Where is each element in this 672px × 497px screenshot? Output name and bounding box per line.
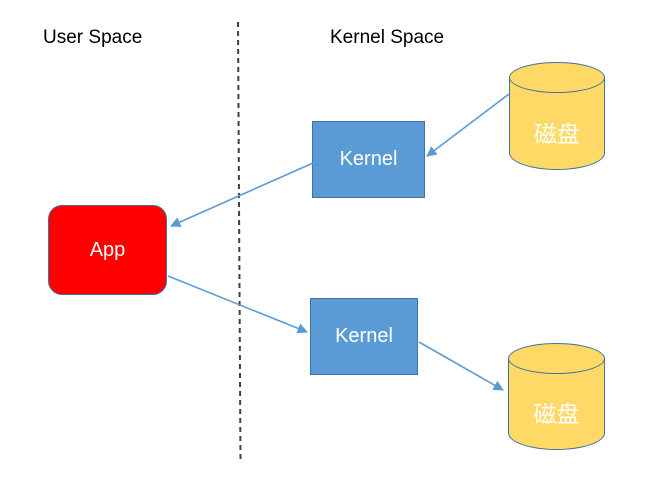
kernel-write-node-label: Kernel [335, 325, 393, 347]
app-node: App [48, 205, 167, 295]
disk-write-node: 磁盘 [508, 343, 605, 450]
arrow-kernel-read-to-app [170, 162, 314, 227]
disk-cylinder-top [509, 62, 605, 93]
kernel-read-node: Kernel [312, 121, 425, 198]
disk-write-node-label: 磁盘 [533, 401, 580, 427]
disk-read-node: 磁盘 [509, 62, 605, 170]
kernel-read-node-label: Kernel [339, 148, 398, 170]
arrow-disk-read-to-kernel-read [426, 93, 510, 157]
user-kernel-divider [237, 21, 242, 464]
arrow-kernel-write-to-disk-write [418, 341, 504, 391]
disk-cylinder-top [508, 343, 605, 374]
user-space-label: User Space [43, 27, 143, 48]
app-node-label: App [89, 238, 126, 261]
kernel-write-node: Kernel [310, 298, 418, 375]
kernel-space-label: Kernel Space [330, 27, 445, 48]
disk-read-node-label: 磁盘 [534, 120, 580, 147]
arrow-app-to-kernel-write [167, 275, 308, 334]
